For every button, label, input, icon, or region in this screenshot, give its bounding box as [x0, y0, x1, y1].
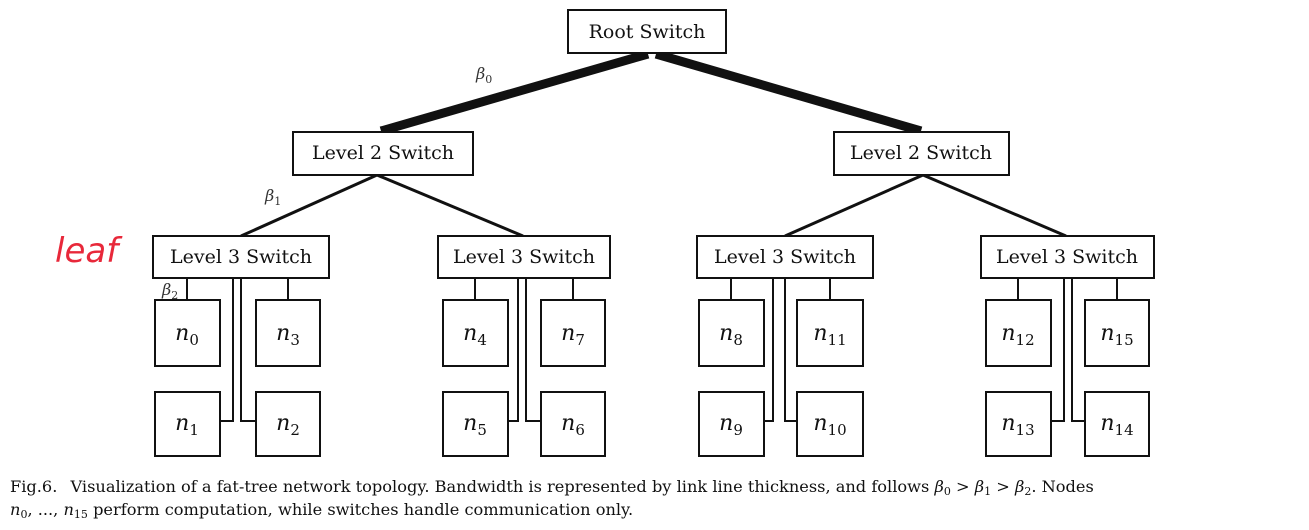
node-label: n6	[561, 411, 585, 439]
node-label: n11	[813, 321, 846, 349]
link-l2b-l3c	[784, 173, 924, 238]
node-label: n9	[719, 411, 743, 439]
handwritten-leaf-annotation: leaf	[55, 231, 123, 271]
compute-node: n5	[442, 391, 509, 457]
caption-inequality: β0 > β1 > β2	[934, 477, 1032, 498]
link-l2a-l3a	[240, 173, 378, 238]
bandwidth-label-beta2: β2	[161, 280, 178, 302]
compute-node: n0	[154, 299, 221, 367]
node-label: n14	[1100, 411, 1133, 439]
caption-node-range: n0, ..., n15	[10, 500, 88, 521]
link-l3d-n13	[1051, 278, 1065, 422]
level2-switch-label: Level 2 Switch	[312, 142, 454, 164]
compute-node: n6	[540, 391, 606, 457]
compute-node: n14	[1084, 391, 1150, 457]
link-root-left-level2	[379, 49, 650, 136]
level3-switch-c: Level 3 Switch	[696, 235, 874, 279]
link-l3d-n14	[1071, 278, 1085, 422]
caption-line-2: n0, ..., n15 perform computation, while …	[10, 498, 1302, 521]
figure-label: Fig.6.	[10, 477, 58, 496]
link-l2a-l3b	[376, 173, 524, 238]
level3-switch-label: Level 3 Switch	[170, 246, 312, 268]
node-label: n13	[1001, 411, 1034, 439]
link-l3b-n5	[508, 278, 519, 422]
links-level2-level3	[240, 173, 1067, 238]
compute-node: n9	[698, 391, 765, 457]
compute-node: n4	[442, 299, 509, 367]
level2-switch-left: Level 2 Switch	[292, 131, 474, 176]
compute-node: n2	[255, 391, 321, 457]
bandwidth-label-beta0: β0	[475, 64, 492, 86]
node-label: n8	[719, 321, 743, 349]
compute-node: n10	[796, 391, 864, 457]
root-switch: Root Switch	[567, 9, 727, 54]
caption-text: Visualization of a fat-tree network topo…	[70, 477, 930, 496]
node-label: n12	[1001, 321, 1034, 349]
level3-switch-label: Level 3 Switch	[996, 246, 1138, 268]
level3-switch-label: Level 3 Switch	[453, 246, 595, 268]
compute-node: n1	[154, 391, 221, 457]
bandwidth-label-beta1: β1	[264, 186, 281, 208]
node-label: n7	[561, 321, 585, 349]
compute-node: n13	[985, 391, 1052, 457]
link-l3b-n6	[525, 278, 541, 422]
level3-switch-d: Level 3 Switch	[980, 235, 1155, 279]
compute-node: n3	[255, 299, 321, 367]
caption-line-1: Fig.6. Visualization of a fat-tree netwo…	[10, 475, 1302, 498]
compute-node: n11	[796, 299, 864, 367]
compute-node: n15	[1084, 299, 1150, 367]
node-label: n2	[276, 411, 300, 439]
node-label: n10	[813, 411, 846, 439]
fat-tree-diagram: Root Switch Level 2 Switch Level 2 Switc…	[55, 9, 1155, 457]
compute-node: n8	[698, 299, 765, 367]
links-root-level2	[379, 49, 923, 136]
level3-switch-label: Level 3 Switch	[714, 246, 856, 268]
node-label: n1	[175, 411, 199, 439]
links-level3-nodes	[186, 278, 1118, 422]
link-l3c-n9	[764, 278, 774, 422]
root-switch-label: Root Switch	[589, 21, 706, 43]
node-label: n15	[1100, 321, 1133, 349]
link-l3a-n1	[220, 278, 234, 422]
caption-text-end: . Nodes	[1031, 477, 1094, 496]
compute-node: n12	[985, 299, 1052, 367]
node-label: n5	[463, 411, 487, 439]
link-l3a-n2	[240, 278, 256, 422]
figure-caption: Fig.6. Visualization of a fat-tree netwo…	[10, 475, 1302, 521]
node-label: n0	[175, 321, 199, 349]
caption-text: perform computation, while switches hand…	[93, 500, 634, 519]
node-label: n3	[276, 321, 300, 349]
node-label: n4	[463, 321, 487, 349]
level2-switch-right: Level 2 Switch	[833, 131, 1010, 176]
link-l3c-n10	[784, 278, 797, 422]
link-root-right-level2	[654, 49, 923, 136]
level2-switch-label: Level 2 Switch	[850, 142, 992, 164]
level3-switch-a: Level 3 Switch	[152, 235, 330, 279]
link-l2b-l3d	[922, 173, 1067, 238]
level3-switch-b: Level 3 Switch	[437, 235, 611, 279]
compute-node: n7	[540, 299, 606, 367]
